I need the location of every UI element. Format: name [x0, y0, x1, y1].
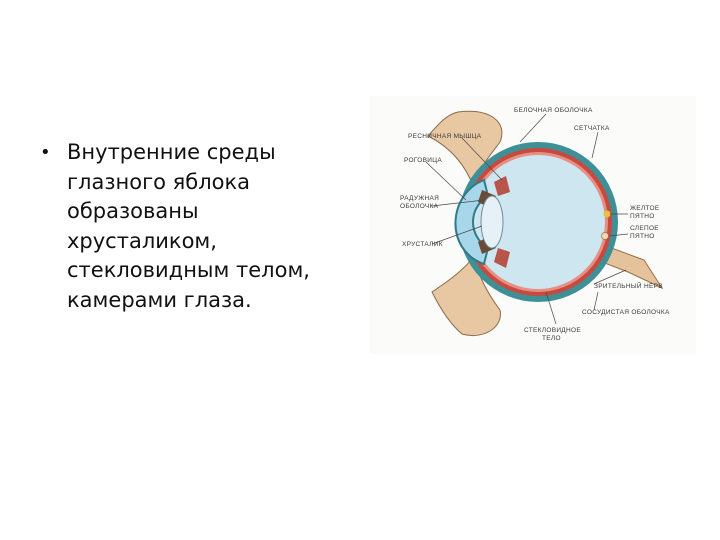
- blind-spot: [601, 232, 609, 240]
- text-line: глазного яблока: [67, 169, 251, 194]
- label-iris-line2: ОБОЛОЧКА: [400, 203, 439, 210]
- label-blind-spot-line2: ПЯТНО: [630, 233, 655, 240]
- leader-lines: [425, 113, 629, 325]
- label-vitreous-line1: СТЕКЛОВИДНОЕ: [524, 327, 581, 334]
- ciliary-body-upper: [494, 176, 510, 196]
- label-iris-line1: РАДУЖНАЯ: [400, 195, 439, 202]
- yellow-spot: [603, 210, 611, 218]
- label-retina: СЕТЧАТКА: [574, 125, 610, 132]
- lens: [480, 195, 504, 249]
- text-line: хрусталиком,: [67, 228, 217, 253]
- text-line: стекловидным телом,: [67, 258, 310, 282]
- label-yellow-spot-line2: ПЯТНО: [630, 213, 655, 220]
- text-line: камерами глаза.: [67, 287, 252, 312]
- text-line: образованы: [67, 199, 199, 223]
- label-lens: ХРУСТАЛИК: [402, 241, 443, 248]
- label-vitreous-line2: ТЕЛО: [542, 335, 561, 342]
- eye-diagram-svg: БЕЛОЧНАЯ ОБОЛОЧКА РЕСНИЧНАЯ МЫШЦА СЕТЧАТ…: [370, 96, 696, 354]
- ciliary-body-lower: [494, 248, 510, 268]
- lower-eyelid: [431, 254, 501, 336]
- label-cornea: РОГОВИЦА: [404, 157, 442, 164]
- bullet-lines: Внутренние среды глазного яблока образов…: [67, 138, 360, 315]
- bullet-point: •: [40, 142, 51, 163]
- label-choroid: СОСУДИСТАЯ ОБОЛОЧКА: [582, 309, 670, 316]
- label-sclera: БЕЛОЧНАЯ ОБОЛОЧКА: [514, 107, 593, 114]
- eye-diagram: БЕЛОЧНАЯ ОБОЛОЧКА РЕСНИЧНАЯ МЫШЦА СЕТЧАТ…: [370, 96, 696, 354]
- label-ciliary-muscle: РЕСНИЧНАЯ МЫШЦА: [408, 133, 482, 140]
- text-line: Внутренние среды: [67, 140, 276, 164]
- label-yellow-spot-line1: ЖЕЛТОЕ: [630, 205, 660, 212]
- label-optic-nerve: ЗРИТЕЛЬНЫЙ НЕРВ: [594, 281, 663, 290]
- bullet-text-block: • Внутренние среды глазного яблока образ…: [40, 138, 360, 315]
- label-blind-spot-line1: СЛЕПОЕ: [630, 225, 659, 232]
